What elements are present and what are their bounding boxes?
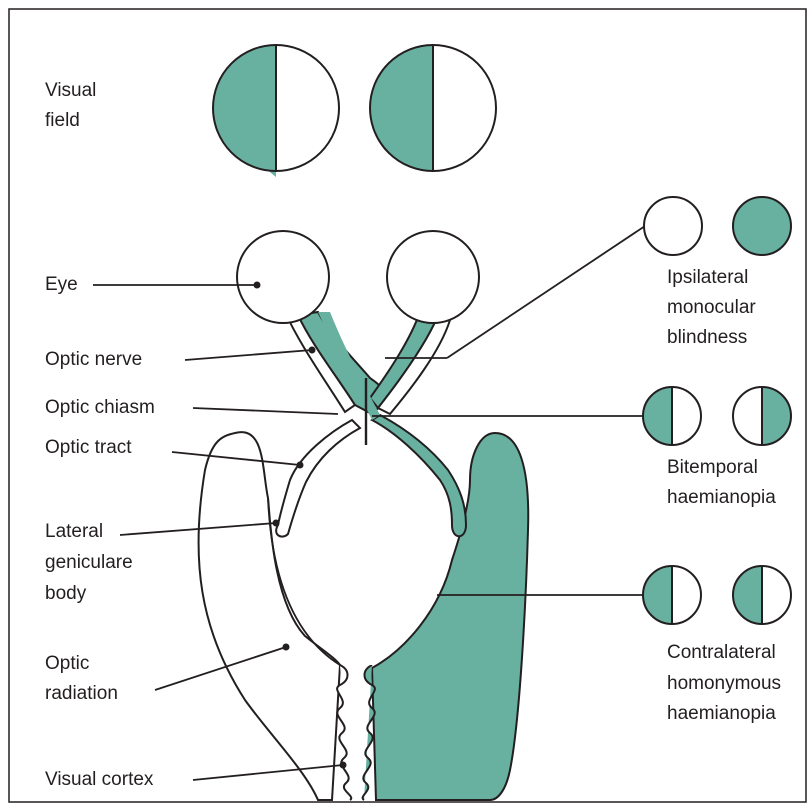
label-visual-field-1: Visual: [45, 80, 96, 101]
ipsi-left-circle: [644, 197, 702, 255]
label-homonymous-3: haemianopia: [667, 703, 776, 724]
label-lgb-3: body: [45, 583, 87, 604]
label-eye: Eye: [45, 274, 78, 295]
label-lgb-1: Lateral: [45, 521, 103, 542]
label-lgb-2: geniculare: [45, 552, 133, 573]
label-bitemporal-2: haemianopia: [667, 487, 776, 508]
label-homonymous-1: Contralateral: [667, 642, 776, 663]
label-bitemporal-1: Bitemporal: [667, 457, 758, 478]
label-ipsilateral-1: Ipsilateral: [667, 267, 748, 288]
label-visual-cortex: Visual cortex: [45, 769, 154, 790]
label-optic-nerve: Optic nerve: [45, 349, 142, 370]
label-ipsilateral-2: monocular: [667, 297, 756, 318]
label-optic-radiation-2: radiation: [45, 683, 118, 704]
left-eye: [237, 231, 329, 323]
label-optic-radiation-1: Optic: [45, 653, 89, 674]
right-eye: [387, 231, 479, 323]
label-optic-tract: Optic tract: [45, 437, 132, 458]
label-ipsilateral-3: blindness: [667, 327, 747, 348]
label-visual-field-2: field: [45, 110, 80, 131]
label-optic-chiasm: Optic chiasm: [45, 397, 155, 418]
ipsi-right-circle: [733, 197, 791, 255]
label-homonymous-2: homonymous: [667, 673, 781, 694]
